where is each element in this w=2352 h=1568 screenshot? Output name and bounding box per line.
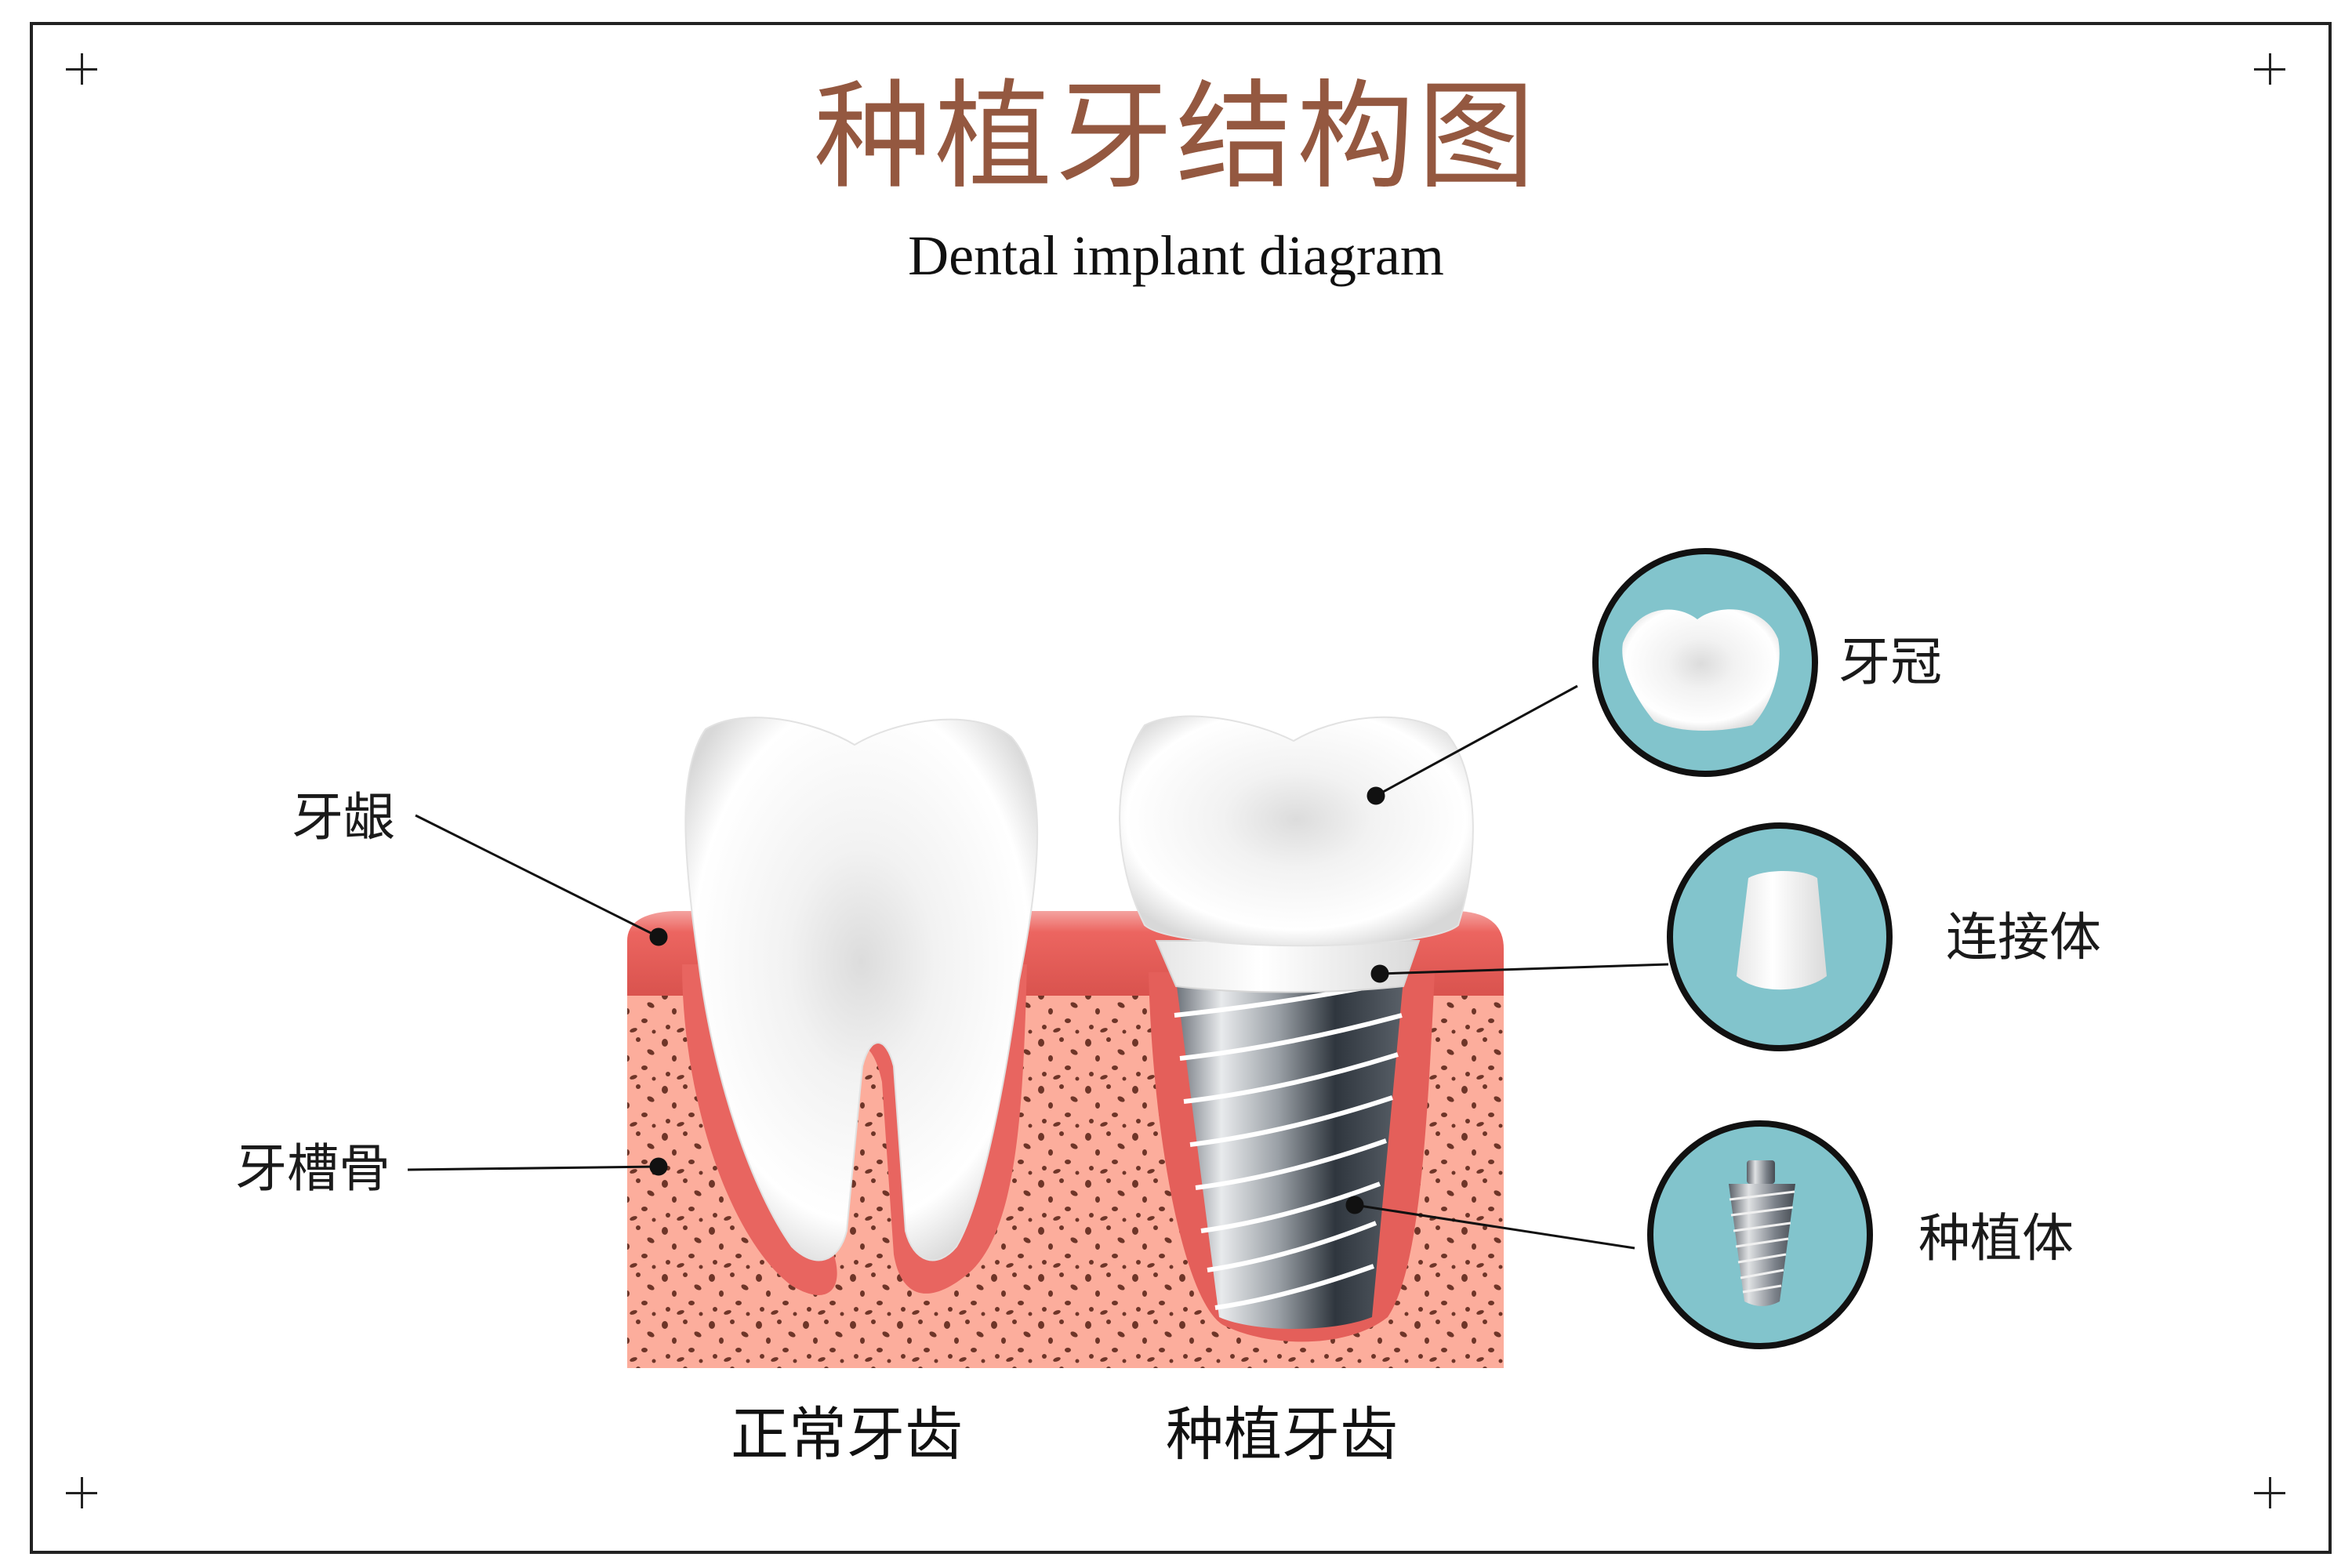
abutment-component-circle [1667, 822, 1893, 1051]
crown-icon [1622, 609, 1780, 731]
crop-mark-top-right [2254, 53, 2285, 85]
label-normal-tooth: 正常牙齿 [731, 1401, 963, 1468]
implant-screw-icon [1729, 1160, 1795, 1306]
crop-mark-bottom-left [66, 1477, 97, 1508]
label-crown: 牙冠 [1838, 632, 1942, 692]
crop-mark-bottom-right [2254, 1477, 2285, 1508]
label-alveolar-bone: 牙槽骨 [235, 1138, 390, 1199]
implant-component-circle [1647, 1120, 1873, 1349]
natural-tooth [684, 717, 1039, 1261]
implant-crown [1119, 715, 1474, 993]
page-subtitle: Dental implant diagram [908, 224, 1444, 287]
label-abutment: 连接体 [1946, 907, 2101, 967]
abutment-icon [1737, 871, 1827, 990]
label-implant-tooth: 种植牙齿 [1166, 1401, 1398, 1468]
label-implant: 种植体 [1918, 1208, 2074, 1269]
leader-lines [407, 684, 1669, 1250]
crop-mark-top-left [66, 53, 97, 85]
diagram-frame [30, 22, 2332, 1554]
crown-component-circle [1592, 548, 1818, 777]
page-title: 种植牙结构图 [813, 69, 1538, 205]
label-gum: 牙龈 [292, 787, 395, 848]
